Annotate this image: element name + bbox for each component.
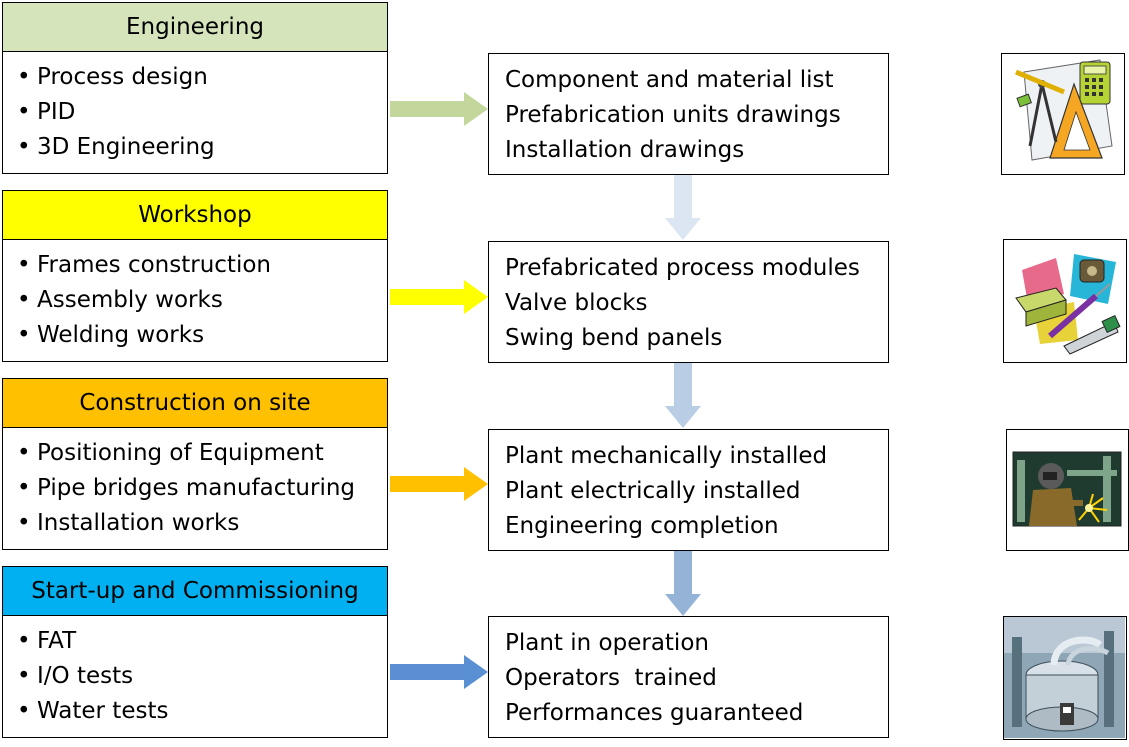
stage-list-construction: •Positioning of Equipment •Pipe bridges …: [2, 428, 388, 550]
outcome-box-engineering: Component and material list Prefabricati…: [488, 53, 889, 175]
stage-header-engineering: Engineering: [2, 2, 388, 52]
stage-title: Workshop: [138, 202, 252, 228]
list-item: •Pipe bridges manufacturing: [17, 475, 356, 501]
down-arrow-icon: [665, 174, 701, 240]
stage-list-workshop: •Frames construction •Assembly works •We…: [2, 240, 388, 362]
welder-icon: [1006, 429, 1129, 551]
outcome-line: Swing bend panels: [505, 325, 723, 351]
stage-header-construction: Construction on site: [2, 378, 388, 428]
stage-header-workshop: Workshop: [2, 190, 388, 240]
workshop-tools-icon: [1003, 239, 1127, 363]
right-arrow-icon: [390, 92, 488, 126]
outcome-line: Prefabricated process modules: [505, 255, 860, 281]
right-arrow-icon: [390, 467, 488, 501]
list-item: •Welding works: [17, 322, 205, 348]
stage-list-commissioning: •FAT •I/O tests •Water tests: [2, 616, 388, 738]
list-item: •Process design: [17, 64, 208, 90]
down-arrow-icon: [665, 550, 701, 616]
list-item: •Frames construction: [17, 252, 271, 278]
process-plant-icon: [1003, 616, 1127, 740]
outcome-line: Operators trained: [505, 665, 717, 691]
outcome-box-construction: Plant mechanically installed Plant elect…: [488, 429, 889, 551]
list-item: •PID: [17, 99, 76, 125]
drafting-tools-icon: [1001, 53, 1125, 175]
right-arrow-icon: [390, 280, 488, 314]
stage-header-commissioning: Start-up and Commissioning: [2, 566, 388, 616]
list-item: •Water tests: [17, 698, 169, 724]
outcome-line: Plant in operation: [505, 630, 709, 656]
stage-title: Construction on site: [79, 390, 311, 416]
outcome-box-commissioning: Plant in operation Operators trained Per…: [488, 616, 889, 738]
outcome-box-workshop: Prefabricated process modules Valve bloc…: [488, 241, 889, 363]
list-item: •Installation works: [17, 510, 240, 536]
stage-list-engineering: •Process design •PID •3D Engineering: [2, 52, 388, 174]
stage-title: Engineering: [126, 14, 264, 40]
outcome-line: Engineering completion: [505, 513, 779, 539]
list-item: •Assembly works: [17, 287, 223, 313]
outcome-line: Plant mechanically installed: [505, 443, 828, 469]
outcome-line: Prefabrication units drawings: [505, 102, 841, 128]
list-item: •Positioning of Equipment: [17, 440, 324, 466]
down-arrow-icon: [665, 362, 701, 428]
list-item: •FAT: [17, 628, 77, 654]
outcome-line: Performances guaranteed: [505, 700, 804, 726]
list-item: •I/O tests: [17, 663, 134, 689]
stage-title: Start-up and Commissioning: [31, 578, 359, 604]
list-item: •3D Engineering: [17, 134, 215, 160]
outcome-line: Component and material list: [505, 67, 834, 93]
outcome-line: Valve blocks: [505, 290, 648, 316]
right-arrow-icon: [390, 655, 488, 689]
outcome-line: Plant electrically installed: [505, 478, 801, 504]
outcome-line: Installation drawings: [505, 137, 745, 163]
